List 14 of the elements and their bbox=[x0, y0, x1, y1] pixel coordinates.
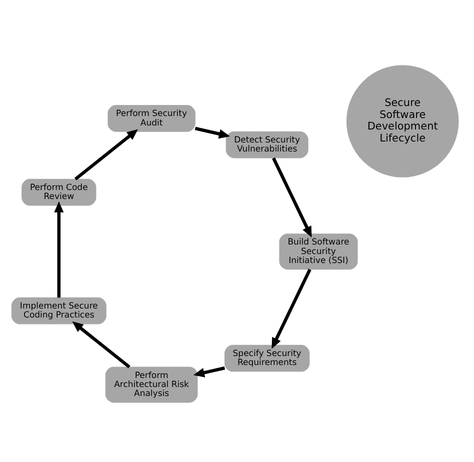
arrow bbox=[72, 320, 130, 368]
node-box: Detect Security Vulnerabilities bbox=[225, 130, 308, 158]
node-box: Implement Secure Coding Practices bbox=[10, 296, 106, 324]
node-box: Build Software Security Initiative (SSI) bbox=[278, 233, 358, 270]
node-box: Perform Code Review bbox=[21, 178, 96, 206]
arrow bbox=[271, 268, 311, 348]
arrow bbox=[54, 200, 64, 298]
arrow bbox=[74, 128, 138, 180]
node-box: Perform Architectural Risk Analysis bbox=[104, 366, 198, 402]
arrow bbox=[194, 126, 230, 138]
node-box: Perform Security Audit bbox=[107, 104, 195, 132]
node-box: Specify Security Requirements bbox=[224, 344, 310, 372]
arrow bbox=[272, 156, 312, 237]
arrow bbox=[192, 366, 225, 377]
